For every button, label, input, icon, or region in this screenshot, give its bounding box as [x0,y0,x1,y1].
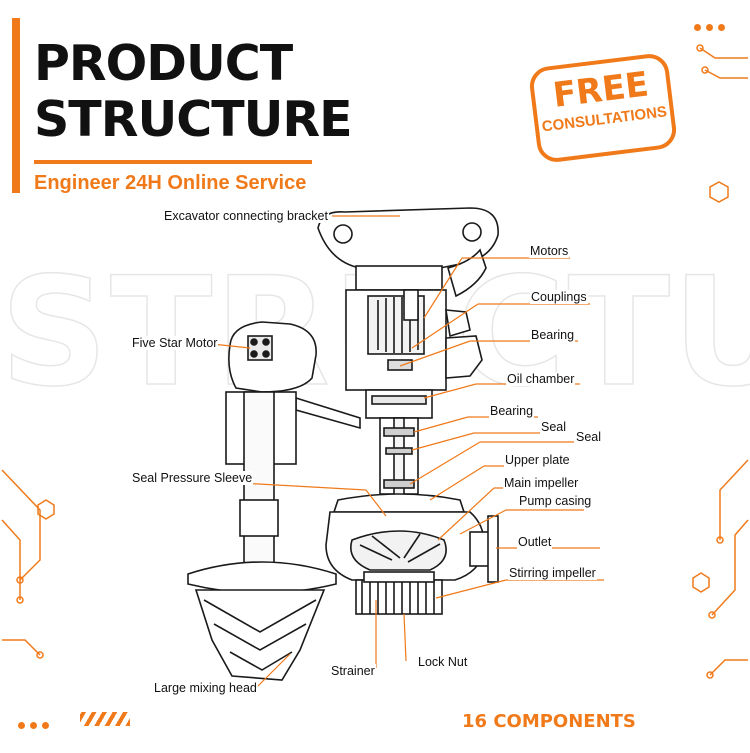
label-oil-chamber: Oil chamber [506,372,576,386]
label-lock-nut: Lock Nut [417,655,469,669]
page-title: PRODUCT STRUCTURE [34,35,353,148]
title-line-1: PRODUCT [34,35,293,92]
accent-bar [12,18,20,193]
pump-illustration [187,207,499,681]
label-strainer: Strainer [330,664,376,678]
title-underline [34,160,312,164]
label-bearing-lower: Bearing [489,404,535,418]
label-motors: Motors [529,244,570,258]
circuit-decoration [1,44,749,679]
label-stirring-impeller: Stirring impeller [508,566,597,580]
label-seal-1: Seal [540,420,568,434]
decor-dots-bottom-left [18,716,54,734]
label-outlet: Outlet [517,535,553,549]
title-line-2: STRUCTURE [34,91,353,148]
subtitle: Engineer 24H Online Service [34,172,307,194]
label-seal-pressure-sleeve: Seal Pressure Sleeve [131,471,254,485]
leader-lines [211,215,604,689]
label-excavator-connecting-bracket: Excavator connecting bracket [163,209,329,223]
label-bearing-upper: Bearing [530,328,576,342]
label-upper-plate: Upper plate [504,453,571,467]
label-main-impeller: Main impeller [503,476,580,490]
components-count: 16 COMPONENTS [462,711,636,732]
label-large-mixing-head: Large mixing head [153,681,258,695]
decor-dots-top-right [694,18,730,36]
label-couplings: Couplings [530,290,588,304]
label-five-star-motor: Five Star Motor [131,336,219,350]
decor-stripes [80,712,130,726]
label-seal-2: Seal [575,430,603,444]
label-pump-casing: Pump casing [518,494,593,508]
